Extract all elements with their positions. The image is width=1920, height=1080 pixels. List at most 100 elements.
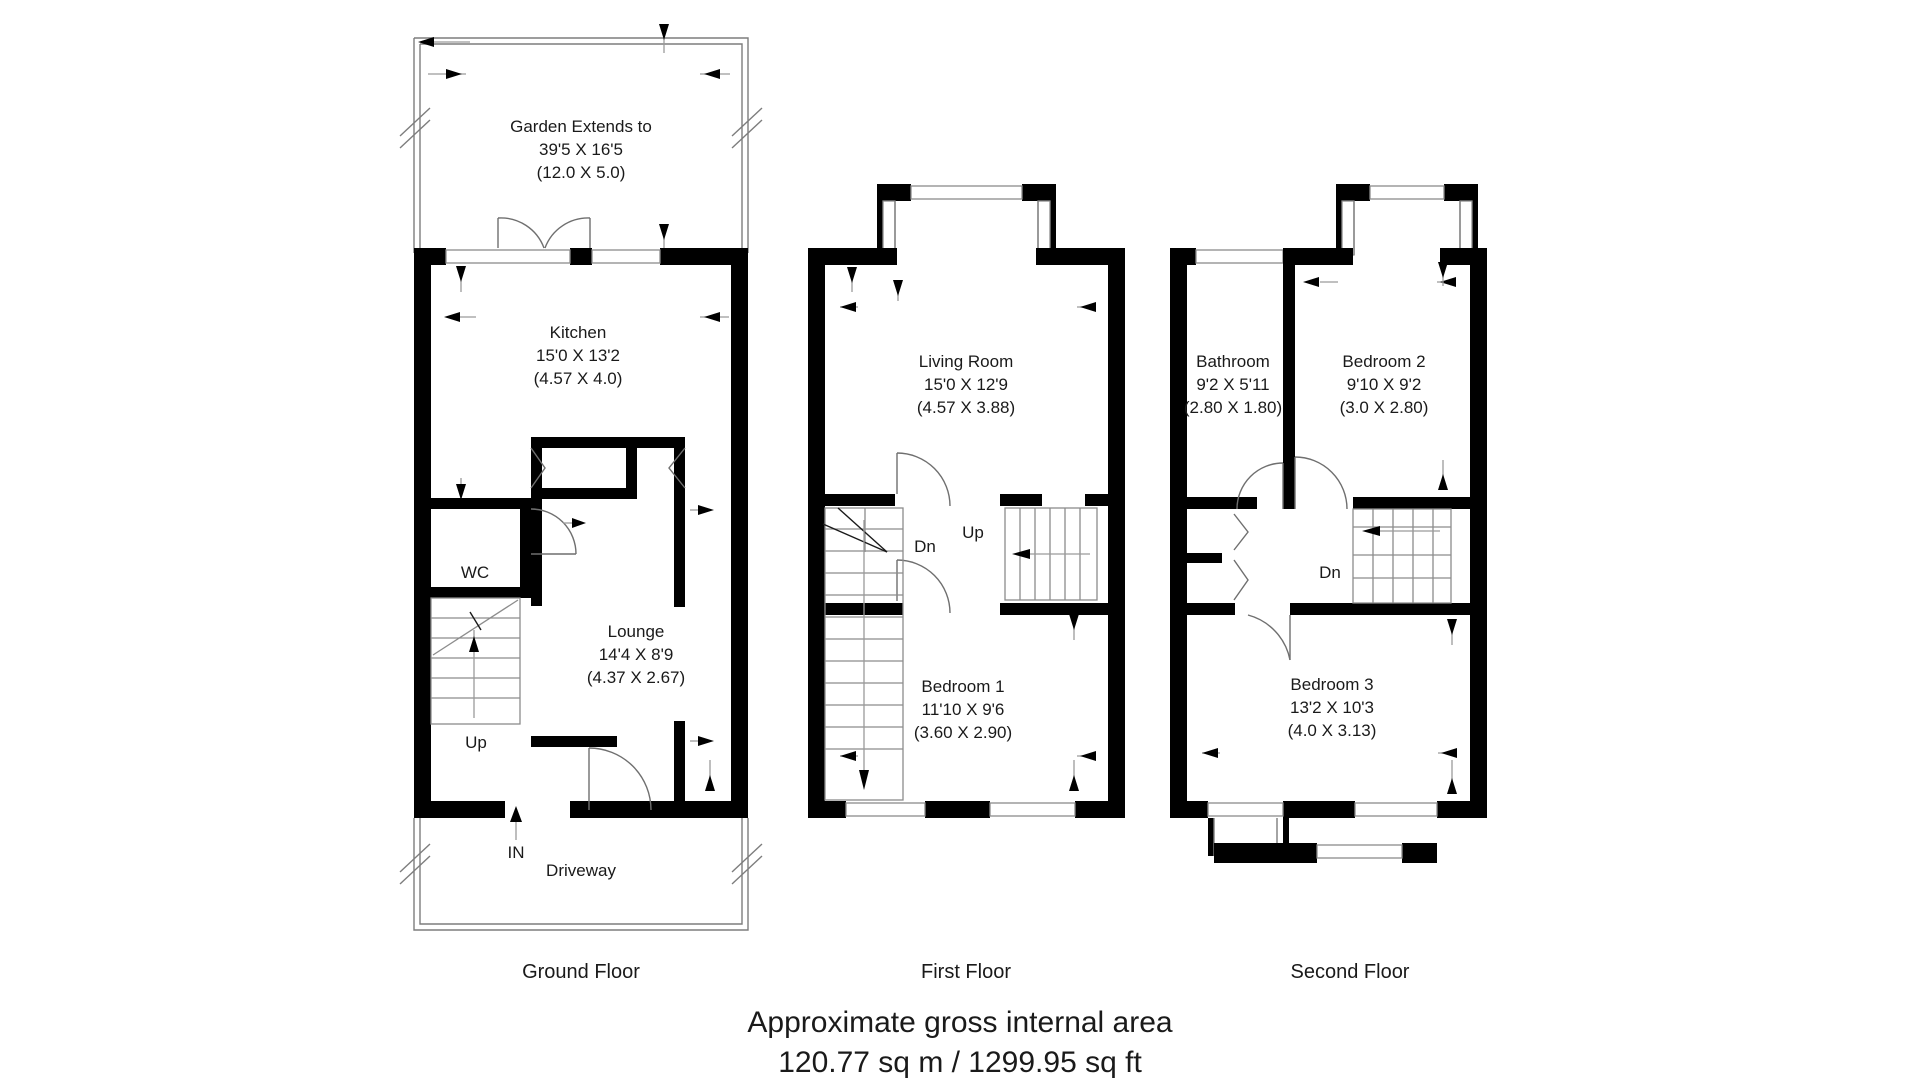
ground-patio-door-arcs [497, 217, 591, 249]
second-wall-bathroom-bottom [1187, 497, 1257, 509]
second-window-top-left [1195, 249, 1284, 264]
first-bay-side-left [877, 201, 883, 255]
room-dim-bathroom-imperial: 9'2 X 5'11 [1196, 375, 1269, 394]
wc-door-arc [530, 508, 577, 555]
second-dormer-wall-bottom-a [1283, 843, 1317, 863]
label-driveway: Driveway [546, 861, 616, 880]
second-dormer-window [1316, 844, 1403, 859]
second-wall-bedroom3-top [1290, 603, 1487, 615]
second-wall-top-left [1170, 248, 1196, 265]
room-dim-bedroom3-imperial: 13'2 X 10'3 [1290, 698, 1374, 717]
first-window-bottom-left [845, 802, 926, 817]
label-in: IN [508, 843, 525, 862]
room-dim-bedroom1-metric: (3.60 X 2.90) [914, 723, 1012, 742]
second-wall-left [1170, 248, 1187, 818]
wc-wall-top [431, 498, 531, 509]
room-dim-bedroom3-metric: (4.0 X 3.13) [1288, 721, 1377, 740]
first-bay-window-top [910, 185, 1023, 200]
second-dimension-arrows [1303, 262, 1456, 490]
room-dim-lounge-imperial: 14'4 X 8'9 [599, 645, 674, 664]
bedroom1-dimension-arrows [840, 614, 1096, 791]
second-bay-side-right [1472, 201, 1478, 255]
ground-window-top-left [445, 249, 571, 264]
first-wall-top-bayjoin-l [877, 248, 897, 265]
first-wall-top-bayjoin-r [1036, 248, 1056, 265]
ground-wall-right [731, 248, 748, 818]
room-label-living-room: Living Room [919, 352, 1014, 371]
ground-floor-plan: Garden Extends to 39'5 X 16'5 (12.0 X 5.… [399, 24, 763, 983]
room-label-garden: Garden Extends to [510, 117, 652, 136]
ground-cupboard-doors [530, 447, 686, 489]
second-bay-wall-right [1444, 184, 1478, 201]
first-wall-top-left [808, 248, 883, 265]
first-wall-bottom-left [808, 801, 846, 818]
room-dim-lounge-metric: (4.37 X 2.67) [587, 668, 685, 687]
ground-wall-left [414, 248, 431, 818]
first-bay-wall-right [1022, 184, 1056, 201]
wc-wall-bottom [431, 587, 531, 598]
second-window-bottom-right [1354, 802, 1438, 817]
first-bay-window [877, 184, 1056, 256]
room-dim-garden-metric: (12.0 X 5.0) [537, 163, 626, 182]
wc-wall-right [520, 498, 531, 598]
ground-wall-hall-left [531, 437, 542, 527]
bedroom3-dimension-arrows [1202, 619, 1457, 794]
garden-dimension-arrows [418, 24, 730, 252]
second-wall-landing-bottom-left [1187, 603, 1235, 615]
floor-title-ground: Ground Floor [522, 961, 640, 983]
room-label-bathroom: Bathroom [1196, 352, 1270, 371]
ground-wall-lounge-left [674, 437, 685, 607]
room-label-bedroom1: Bedroom 1 [921, 677, 1004, 696]
room-dim-kitchen-imperial: 15'0 X 13'2 [536, 346, 620, 365]
room-dim-bedroom2-imperial: 9'10 X 9'2 [1347, 375, 1422, 394]
second-dormer-left-wall [1208, 818, 1214, 856]
first-wall-right [1108, 248, 1125, 818]
second-bay-window-right [1459, 200, 1473, 256]
second-bay-wall-left [1336, 184, 1370, 201]
second-wall-top-right [1440, 248, 1487, 265]
ground-staircase [430, 597, 521, 725]
room-label-lounge: Lounge [608, 622, 665, 641]
second-wall-top-mid [1283, 248, 1353, 265]
label-wc: WC [461, 563, 489, 582]
ground-wall-bottom-right [570, 801, 748, 818]
second-dormer-wall-bottom-left [1214, 843, 1283, 863]
lounge-dimension-arrows [563, 505, 715, 791]
first-wall-stair-right [891, 603, 903, 615]
driveway-outline [399, 818, 763, 931]
room-dim-kitchen-metric: (4.57 X 4.0) [534, 369, 623, 388]
second-bay-window-top [1369, 185, 1445, 200]
room-dim-bathroom-metric: (2.80 X 1.80) [1184, 398, 1282, 417]
second-wall-bathroom-right [1283, 248, 1295, 508]
ground-wall-lounge-left-low [674, 721, 685, 811]
second-dormer-mid-wall [1283, 818, 1289, 856]
ground-wall-cupboard [626, 437, 637, 499]
second-wall-bathroom-corner [1283, 497, 1295, 509]
label-up-ground: Up [465, 733, 487, 752]
in-arrow [510, 806, 522, 840]
second-wall-bottom-mid [1283, 801, 1355, 818]
first-landing-doors [896, 452, 951, 614]
ground-window-top-right [591, 249, 661, 264]
first-bay-window-left [882, 200, 896, 256]
first-window-bottom-right [989, 802, 1076, 817]
first-wall-bottom-mid [925, 801, 990, 818]
ground-wall-top-right [660, 248, 748, 265]
first-bay-wall-left [877, 184, 911, 201]
floor-title-first: First Floor [921, 961, 1011, 983]
room-dim-living-imperial: 15'0 X 12'9 [924, 375, 1008, 394]
first-floor-plan: Living Room 15'0 X 12'9 (4.57 X 3.88) [808, 184, 1125, 983]
second-wall-bottom-right [1437, 801, 1487, 818]
second-window-bottom-left [1207, 802, 1284, 817]
room-label-kitchen: Kitchen [550, 323, 607, 342]
first-dimension-arrows [840, 267, 1096, 312]
first-wall-bedroom1-top-right [1000, 603, 1125, 615]
first-wall-landing-far-right [1085, 494, 1125, 506]
room-label-bedroom3: Bedroom 3 [1290, 675, 1373, 694]
ground-wall-hall-mid [531, 488, 636, 499]
second-bay-window-left [1341, 200, 1355, 256]
label-dn-second: Dn [1319, 563, 1341, 582]
floor-title-second: Second Floor [1291, 961, 1410, 983]
